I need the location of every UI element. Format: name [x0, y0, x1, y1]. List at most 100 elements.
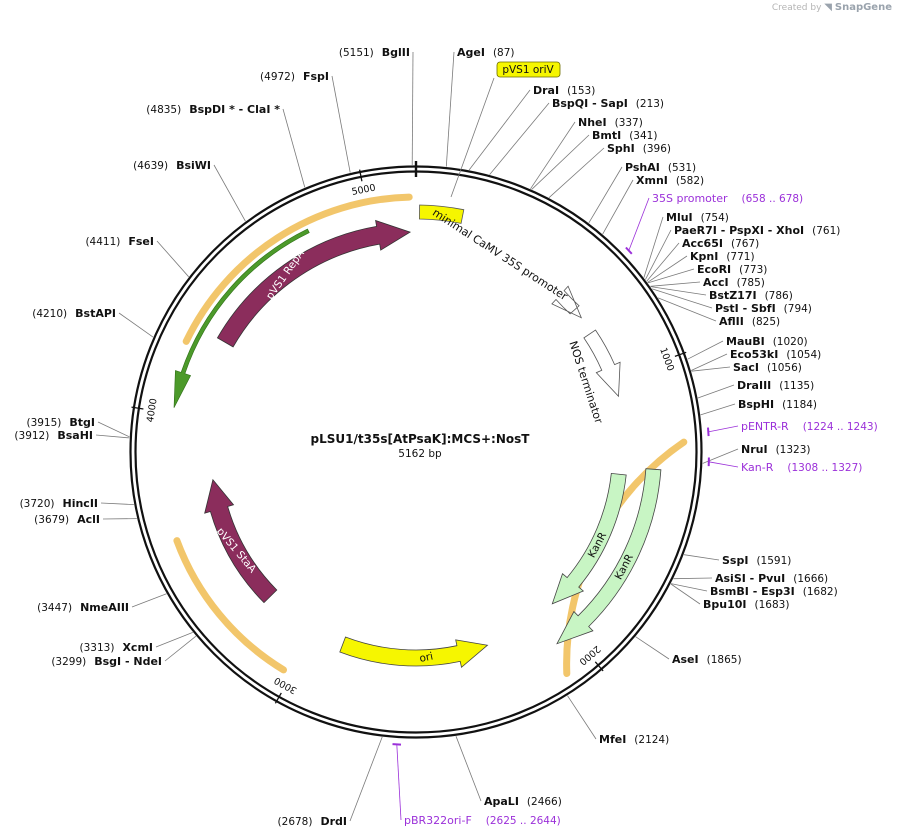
enzyme-site[interactable]: AsiSI - PvuI(1666)	[673, 572, 829, 585]
enzyme-site[interactable]: PaeR7I - PspXI - XhoI(761)	[645, 224, 840, 280]
enzyme-site[interactable]: SspI(1591)	[683, 554, 791, 567]
enzyme-label: NruI(1323)	[741, 443, 810, 456]
enzyme-site[interactable]: EcoRI(773)	[647, 263, 767, 284]
enzyme-sites: AgeI(87) DraI(153)BspQI - SapI(213)NheI(3…	[14, 46, 840, 828]
primer-arrow	[625, 246, 633, 255]
enzyme-site[interactable]: BmtI(341)	[531, 129, 658, 190]
enzyme-site[interactable]: PstI - SbfI(794)	[652, 288, 812, 315]
enzyme-site[interactable]: (3915)BtgI	[26, 416, 130, 438]
enzyme-label: BstZ17I(786)	[709, 289, 793, 302]
enzyme-label: EcoRI(773)	[697, 263, 767, 276]
enzyme-position: (341)	[629, 130, 657, 142]
enzyme-site[interactable]: BstZ17I(786)	[650, 286, 793, 302]
enzyme-position: (396)	[643, 143, 671, 155]
primer-leader-line	[628, 197, 650, 251]
enzyme-name: PaeR7I - PspXI - XhoI	[674, 224, 804, 237]
enzyme-leader-line	[213, 164, 246, 222]
enzyme-leader-line	[652, 288, 713, 309]
enzyme-site[interactable]: (4972)FspI	[260, 70, 351, 173]
oriv-flag-box	[496, 61, 561, 78]
enzyme-leader-line	[650, 286, 707, 296]
primer-label: Kan-R(1308 .. 1327)	[741, 461, 862, 474]
enzyme-site[interactable]: (4639)BsiWI	[133, 159, 246, 222]
primer-binding-site[interactable]: 35S promoter(658 .. 678)	[625, 192, 803, 255]
tick-label: 3000	[272, 674, 298, 695]
enzyme-site[interactable]: BsmBI - Esp3I(1682)	[670, 583, 838, 598]
enzyme-site[interactable]: (4411)FseI	[85, 235, 189, 278]
created-by-text: Created by	[771, 3, 822, 13]
enzyme-site[interactable]: ApaLI (2466)	[455, 736, 562, 808]
enzyme-leader-line	[670, 583, 701, 605]
enzyme-site[interactable]: MluI(754)	[643, 211, 729, 278]
enzyme-leader-line	[100, 502, 134, 505]
enzyme-name: DrdI	[320, 815, 347, 828]
enzyme-site[interactable]: Eco53kI(1054)	[691, 348, 821, 371]
enzyme-site[interactable]: (5151)BglII	[339, 46, 414, 166]
enzyme-site[interactable]: XmnI(582)	[602, 174, 704, 235]
enzyme-site[interactable]: SphI(396)	[548, 142, 671, 198]
enzyme-site[interactable]: (3299)BsgI - NdeI	[51, 635, 197, 668]
enzyme-name: XmnI	[636, 174, 668, 187]
primer-binding-site[interactable]: pENTR-R(1224 .. 1243)	[707, 420, 878, 437]
enzyme-site[interactable]: (2678)DrdI	[278, 736, 383, 828]
tick-mark	[274, 692, 282, 704]
enzyme-site[interactable]: NruI(1323)	[702, 443, 811, 464]
enzyme-leader-line	[282, 108, 306, 188]
enzyme-site[interactable]: Bpu10I(1683)	[670, 583, 790, 611]
enzyme-site[interactable]: (3720)HincII	[20, 497, 134, 510]
enzyme-site[interactable]: (3313)XcmI	[80, 632, 193, 654]
enzyme-site[interactable]: NheI(337)	[530, 116, 643, 190]
enzyme-leader-line	[468, 89, 531, 171]
enzyme-label: (3299)BsgI - NdeI	[51, 655, 162, 668]
enzyme-label: (3915)BtgI	[26, 416, 95, 429]
enzyme-name: DraIII	[737, 379, 771, 392]
enzyme-site[interactable]: KpnI(771)	[647, 250, 755, 283]
enzyme-site[interactable]: BspQI - SapI(213)	[489, 97, 664, 175]
enzyme-site[interactable]: (4835)BspDI * - ClaI *	[146, 103, 306, 188]
enzyme-site[interactable]: PshAI(531)	[588, 161, 696, 224]
enzyme-site[interactable]: AflII(825)	[657, 297, 780, 328]
enzyme-site[interactable]: DraI(153)	[468, 84, 595, 171]
enzyme-site[interactable]: (3912)BsaHI	[14, 429, 130, 442]
tick-label: 4000	[145, 398, 160, 424]
feature-highlight-glow	[182, 193, 413, 345]
enzyme-position: (213)	[636, 98, 664, 110]
enzyme-position: (2466)	[527, 796, 562, 808]
enzyme-leader-line	[650, 281, 701, 287]
primer-binding-site[interactable]: Kan-R(1308 .. 1327)	[707, 457, 863, 475]
primer-leader-line	[708, 461, 739, 468]
enzyme-leader-line	[691, 353, 728, 371]
enzyme-site[interactable]: MfeI (2124)	[567, 695, 670, 746]
enzyme-name: BsaHI	[57, 429, 93, 442]
enzyme-label: DraI(153)	[533, 84, 595, 97]
enzyme-leader-line	[531, 134, 590, 190]
enzyme-name: MfeI	[599, 733, 626, 746]
enzyme-name: FspI	[303, 70, 329, 83]
enzyme-position: (1865)	[707, 654, 742, 666]
enzyme-name: AgeI	[457, 46, 485, 59]
enzyme-name: BsmBI - Esp3I	[710, 585, 795, 598]
enzyme-site[interactable]: (3447)NmeAIII	[37, 593, 167, 614]
primer-label: 35S promoter(658 .. 678)	[652, 192, 803, 205]
enzyme-label: AgeI(87)	[457, 46, 515, 59]
enzyme-label: AflII(825)	[719, 315, 780, 328]
enzyme-site[interactable]: (3679)AclI	[34, 513, 137, 526]
enzyme-position: (2124)	[634, 734, 669, 746]
enzyme-site[interactable]: (4210)BstAPI	[32, 307, 154, 338]
snapgene-branding: Created by ◥ SnapGene	[772, 2, 892, 13]
enzyme-site[interactable]: BspHI(1184)	[700, 398, 817, 416]
enzyme-site[interactable]: SacI(1056)	[691, 361, 802, 374]
primer-binding-site[interactable]: pBR322ori-F(2625 .. 2644)	[392, 743, 561, 827]
enzyme-site[interactable]: AccI(785)	[650, 276, 765, 289]
enzyme-position: (1666)	[793, 573, 828, 585]
tick-mark	[594, 661, 604, 672]
enzyme-site[interactable]: DraIII(1135)	[697, 379, 814, 399]
enzyme-name: ApaLI	[484, 795, 519, 808]
enzyme-site[interactable]: AseI(1865)	[635, 636, 742, 666]
enzyme-site[interactable]: Acc65I(767)	[646, 237, 760, 282]
enzyme-label: NheI(337)	[578, 116, 643, 129]
enzyme-site[interactable]: AgeI(87)	[445, 46, 515, 167]
enzyme-name: Acc65I	[682, 237, 723, 250]
enzyme-position: (773)	[739, 264, 767, 276]
enzyme-site[interactable]: MauBI(1020)	[687, 335, 808, 360]
